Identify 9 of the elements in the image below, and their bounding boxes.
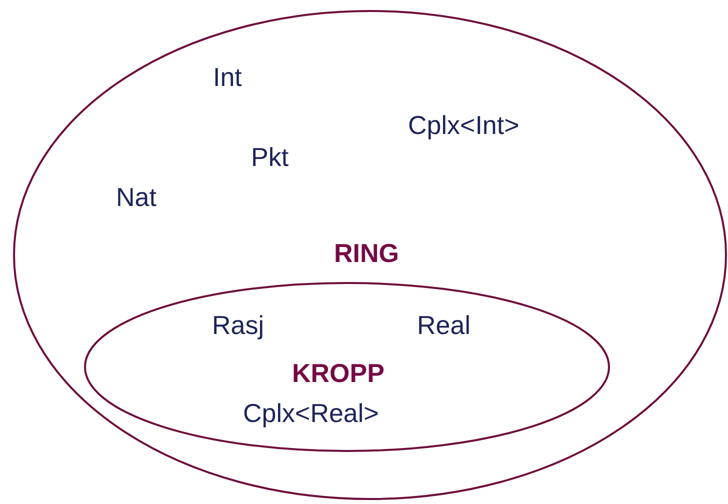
element-label: Cplx<Int> bbox=[408, 110, 520, 140]
set-heading: KROPP bbox=[292, 358, 384, 388]
element-label: Rasj bbox=[212, 310, 264, 340]
set-heading: RING bbox=[334, 238, 399, 268]
element-label: Int bbox=[213, 62, 242, 92]
element-label: Real bbox=[417, 310, 470, 340]
element-label: Pkt bbox=[251, 142, 289, 172]
element-label: Nat bbox=[116, 182, 156, 212]
element-label: Cplx<Real> bbox=[243, 398, 379, 428]
